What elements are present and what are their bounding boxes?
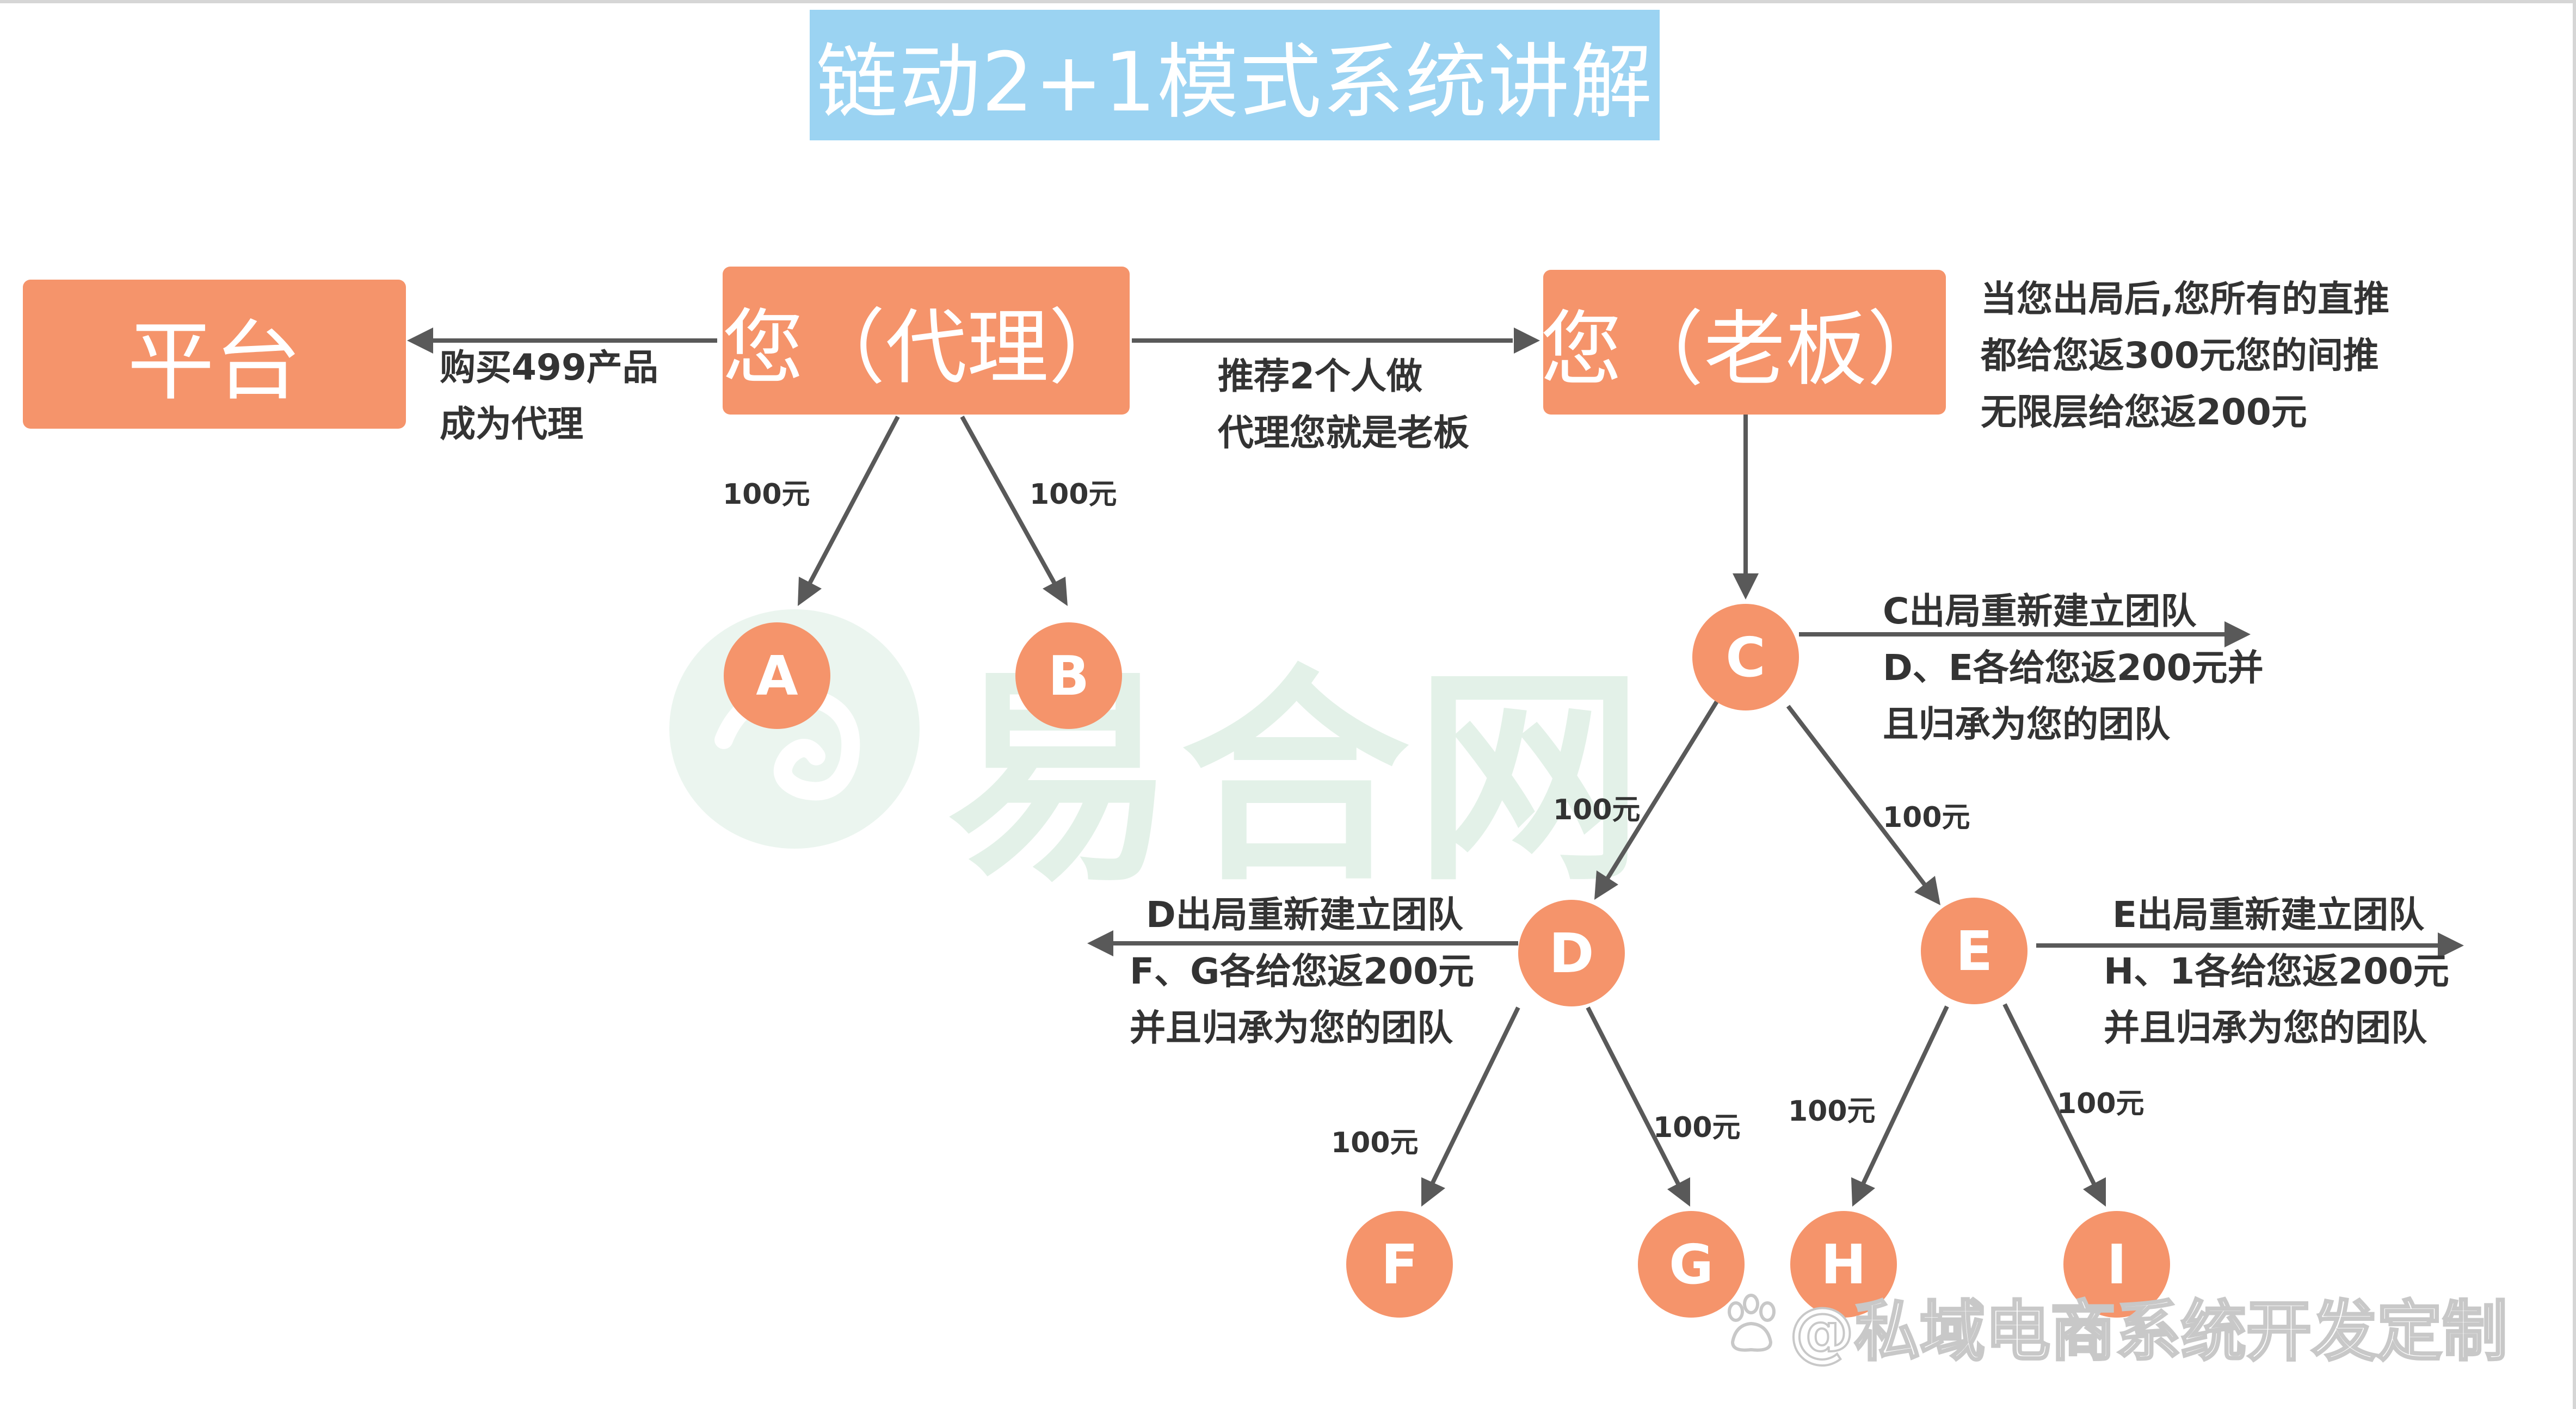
platform-node: 平台 <box>23 280 406 429</box>
amount-label-h: 100元 <box>1788 1095 1876 1128</box>
arrow-e-to-i <box>2002 1003 2097 1187</box>
node-b: B <box>1015 622 1122 729</box>
e-note: E出局重新建立团队 H、1各给您返200元 并且归承为您的团队 <box>2104 887 2449 1056</box>
node-d: D <box>1518 900 1625 1006</box>
c-note-line1: C出局重新建立团队 <box>1883 590 2197 632</box>
amount-label-e: 100元 <box>1883 801 1970 834</box>
node-f: F <box>1346 1211 1453 1318</box>
agent-label: 您（代理） <box>722 300 1131 395</box>
arrow-c-to-e <box>1786 704 1928 888</box>
d-note-line1: D出局重新建立团队 <box>1146 894 1463 936</box>
node-g: G <box>1638 1211 1745 1318</box>
arrow-agent-to-b <box>960 416 1058 586</box>
e-note-line2: H、1各给您返200元 <box>2104 950 2449 992</box>
agent-boss-label-line1: 推荐2个人做 <box>1218 355 1422 397</box>
node-c: C <box>1692 604 1799 710</box>
amount-label-i: 100元 <box>2057 1087 2144 1120</box>
title-banner: 链动2+1模式系统讲解 <box>810 10 1660 140</box>
diagram-title: 链动2+1模式系统讲解 <box>816 35 1654 130</box>
arrow-agent-to-a <box>806 416 900 586</box>
boss-note-line1: 当您出局后,您所有的直推 <box>1981 278 2390 320</box>
source-credit: @私域电商系统开发定制 <box>1720 1278 2509 1373</box>
node-i: I <box>2063 1211 2170 1318</box>
arrow-d-to-g <box>1586 1006 1681 1187</box>
boss-node: 您（老板） <box>1540 270 1949 415</box>
arrow-c-to-d <box>1604 699 1720 882</box>
node-e: E <box>1921 898 2027 1004</box>
amount-label-g: 100元 <box>1653 1111 1741 1144</box>
c-note-line3: 且归承为您的团队 <box>1883 703 2170 745</box>
agent-platform-label: 购买499产品 成为代理 <box>440 339 658 453</box>
amount-label-b: 100元 <box>1030 478 1117 511</box>
e-note-line3: 并且归承为您的团队 <box>2104 1007 2427 1049</box>
agent-boss-label: 推荐2个人做 代理您就是老板 <box>1218 348 1469 461</box>
right-border <box>2573 0 2576 1409</box>
agent-node: 您（代理） <box>722 267 1131 415</box>
arrow-d-to-f <box>1429 1006 1520 1187</box>
agent-boss-label-line2: 代理您就是老板 <box>1218 412 1469 454</box>
boss-note-line3: 无限层给您返200元 <box>1981 391 2307 433</box>
e-note-line1: E出局重新建立团队 <box>2112 894 2425 936</box>
amount-label-a: 100元 <box>723 478 810 511</box>
top-border <box>0 0 2576 3</box>
amount-label-f: 100元 <box>1331 1127 1419 1159</box>
c-note-line2: D、E各给您返200元并 <box>1883 647 2264 689</box>
boss-note-line2: 都给您返300元您的间推 <box>1981 335 2379 376</box>
credit-text: @私域电商系统开发定制 <box>1788 1293 2509 1371</box>
d-note-line3: 并且归承为您的团队 <box>1130 1007 1453 1049</box>
d-note-line2: F、G各给您返200元 <box>1130 950 1475 992</box>
c-note: C出局重新建立团队 D、E各给您返200元并 且归承为您的团队 <box>1883 583 2264 753</box>
paw-icon <box>1728 1294 1776 1352</box>
agent-platform-label-line1: 购买499产品 <box>440 347 658 388</box>
arrow-e-to-h <box>1860 1005 1949 1187</box>
node-a: A <box>724 622 830 729</box>
agent-platform-label-line2: 成为代理 <box>440 403 583 445</box>
node-h: H <box>1790 1211 1897 1318</box>
platform-label: 平台 <box>127 311 301 412</box>
boss-note: 当您出局后,您所有的直推 都给您返300元您的间推 无限层给您返200元 <box>1981 271 2389 441</box>
amount-label-d: 100元 <box>1553 794 1641 826</box>
boss-label: 您（老板） <box>1540 302 1949 397</box>
d-note: D出局重新建立团队 F、G各给您返200元 并且归承为您的团队 <box>1130 887 1474 1056</box>
